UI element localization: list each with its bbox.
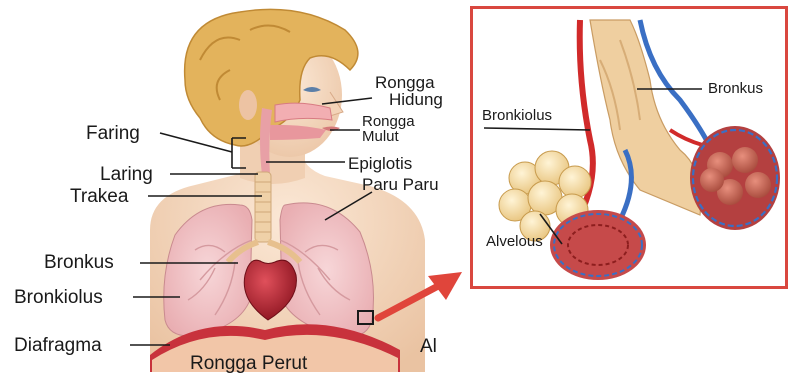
label-bronkus: Bronkus [44,253,114,272]
label-rongga-hidung-line2: Hidung [389,91,443,108]
label-bronkiolus-zoom: Bronkiolus [482,108,552,123]
alveolar-sac-left [550,210,646,280]
label-faring: Faring [86,124,140,143]
label-rongga-hidung-line1: Rongga [375,74,443,91]
label-rongga-mulut-line2: Mulut [362,129,415,144]
label-epiglotis: Epiglotis [348,155,412,172]
label-diafragma: Diafragma [14,336,102,355]
label-rongga-mulut: Rongga Mulut [362,114,415,144]
label-rongga-hidung: Rongga Hidung [375,74,443,108]
label-al-cut: Al [420,337,437,356]
alveolar-sac-right [690,126,780,230]
ear [239,90,257,120]
label-bronkus-zoom: Bronkus [708,81,763,96]
label-rongga-perut: Rongga Perut [190,354,307,373]
label-rongga-mulut-line1: Rongga [362,114,415,129]
label-alveolus-zoom: Alvelous [486,234,543,249]
label-bronkiolus: Bronkiolus [14,288,103,307]
label-trakea: Trakea [70,187,128,206]
label-paru-paru: Paru Paru [362,176,439,193]
label-laring: Laring [100,165,153,184]
